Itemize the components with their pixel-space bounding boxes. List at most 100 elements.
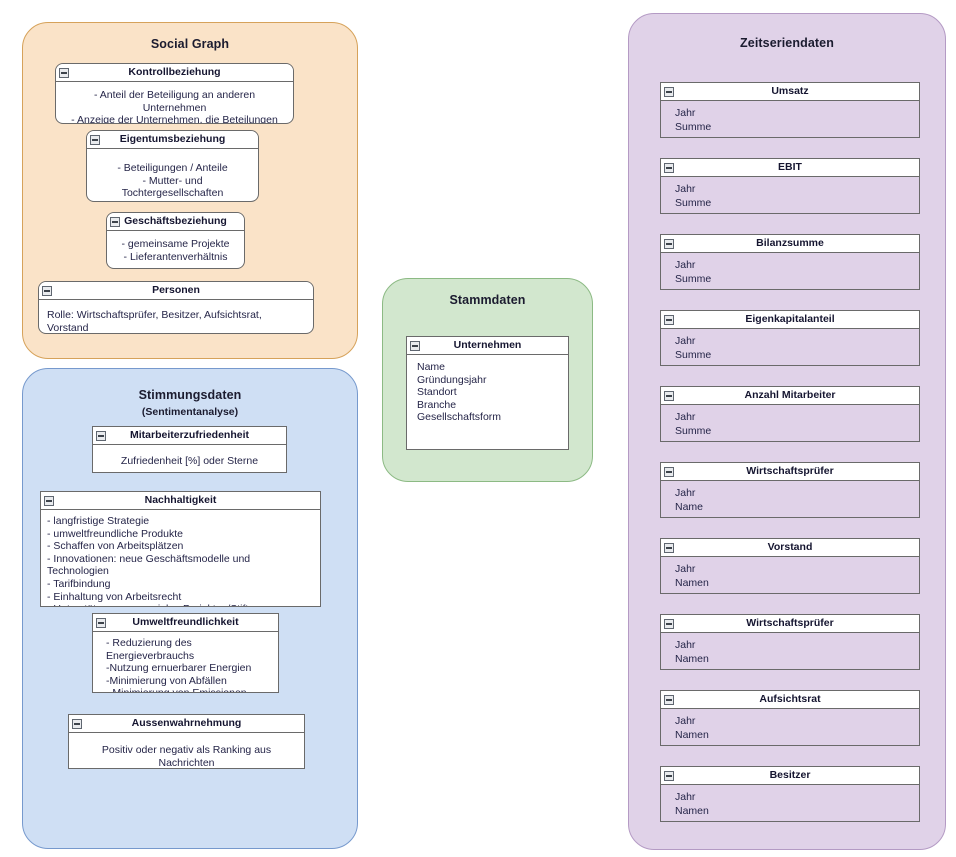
collapse-minus-icon[interactable] <box>664 466 674 477</box>
entity-title: Wirtschaftsprüfer <box>746 617 834 630</box>
entity-attributes: Jahr Summe <box>661 329 919 365</box>
entity-attributes: - langfristige Strategie - umweltfreundl… <box>47 515 278 606</box>
entity-header: Bilanzsumme <box>661 235 919 253</box>
collapse-minus-icon[interactable] <box>96 430 106 441</box>
entity-title: Geschäftsbeziehung <box>124 215 227 228</box>
entity-header: Personen <box>39 282 313 300</box>
entity-personen[interactable]: Personen Rolle: Wirtschaftsprüfer, Besit… <box>38 281 314 334</box>
entity-title: Besitzer <box>769 769 811 782</box>
entity-header: Geschäftsbeziehung <box>107 213 244 231</box>
entity-header: EBIT <box>661 159 919 177</box>
entity-umweltfreundlichkeit[interactable]: Umweltfreundlichkeit - Reduzierung des E… <box>92 613 279 693</box>
collapse-minus-icon[interactable] <box>72 718 82 729</box>
panel-stimmungsdaten-title: Stimmungsdaten <box>138 388 242 402</box>
collapse-minus-icon[interactable] <box>110 216 120 227</box>
entity-attributes: Positiv oder negativ als Ranking aus Nac… <box>101 744 272 769</box>
entity-title: Anzahl Mitarbeiter <box>744 389 836 402</box>
entity-attributes: - Beteiligungen / Anteile - Mutter- und … <box>117 162 228 200</box>
entity-attributes: Zufriedenheit [%] oder Sterne <box>120 455 259 467</box>
entity-header: Aussenwahrnehmung <box>69 715 304 733</box>
entity-title: Bilanzsumme <box>756 237 824 250</box>
entity-title: Vorstand <box>767 541 813 554</box>
collapse-minus-icon[interactable] <box>59 67 69 78</box>
entity-header: Eigenkapitalanteil <box>661 311 919 329</box>
entity-title: Eigentumsbeziehung <box>119 133 226 146</box>
entity-attributes: Jahr Summe <box>661 177 919 213</box>
collapse-minus-icon[interactable] <box>664 86 674 97</box>
entity-attributes: Jahr Namen <box>661 557 919 593</box>
entity-title: Nachhaltigkeit <box>144 494 217 507</box>
entity-title: EBIT <box>778 161 802 174</box>
entity-header: Umweltfreundlichkeit <box>93 614 278 632</box>
collapse-minus-icon[interactable] <box>664 314 674 325</box>
collapse-minus-icon[interactable] <box>664 238 674 249</box>
entity-attributes: Rolle: Wirtschaftsprüfer, Besitzer, Aufs… <box>47 309 262 334</box>
entity-title: Aussenwahrnehmung <box>131 717 242 730</box>
collapse-minus-icon[interactable] <box>410 340 420 351</box>
entity-attributes: Jahr Namen <box>661 785 919 821</box>
entity-attributes: Name Gründungsjahr Standort Branche Gese… <box>417 361 502 424</box>
collapse-minus-icon[interactable] <box>664 770 674 781</box>
entity-header: Anzahl Mitarbeiter <box>661 387 919 405</box>
entity-attributes: Jahr Name <box>661 481 919 517</box>
entity-attributes: Jahr Summe <box>661 253 919 289</box>
entity-header: Wirtschaftsprüfer <box>661 463 919 481</box>
entity-title: Eigenkapitalanteil <box>745 313 835 326</box>
entity-aussenwahrnehmung[interactable]: Aussenwahrnehmung Positiv oder negativ a… <box>68 714 305 769</box>
entity-header: Wirtschaftsprüfer <box>661 615 919 633</box>
entity-ebit[interactable]: EBIT Jahr Summe <box>660 158 920 214</box>
collapse-minus-icon[interactable] <box>42 285 52 296</box>
entity-title: Umsatz <box>771 85 809 98</box>
entity-header: Besitzer <box>661 767 919 785</box>
entity-geschaeftsbeziehung[interactable]: Geschäftsbeziehung - gemeinsame Projekte… <box>106 212 245 269</box>
entity-title: Wirtschaftsprüfer <box>746 465 834 478</box>
entity-attributes: Jahr Summe <box>661 405 919 441</box>
collapse-minus-icon[interactable] <box>664 542 674 553</box>
collapse-minus-icon[interactable] <box>664 618 674 629</box>
entity-title: Mitarbeiterzufriedenheit <box>129 429 250 442</box>
entity-attributes: - Anteil der Beteiligung an anderen Unte… <box>71 89 278 124</box>
collapse-minus-icon[interactable] <box>664 390 674 401</box>
panel-stimmungsdaten-subtitle: (Sentimentanalyse) <box>141 406 239 418</box>
entity-title: Personen <box>152 284 200 297</box>
collapse-minus-icon[interactable] <box>664 694 674 705</box>
panel-social-graph-title: Social Graph <box>150 37 230 51</box>
collapse-minus-icon[interactable] <box>664 162 674 173</box>
entity-attributes: Jahr Namen <box>661 633 919 669</box>
entity-header: Unternehmen <box>407 337 568 355</box>
entity-attributes: Jahr Namen <box>661 709 919 745</box>
entity-header: Nachhaltigkeit <box>41 492 320 510</box>
entity-unternehmen[interactable]: Unternehmen Name Gründungsjahr Standort … <box>406 336 569 450</box>
entity-kontrollbeziehung[interactable]: Kontrollbeziehung - Anteil der Beteiligu… <box>55 63 294 124</box>
panel-zeitseriendaten-title: Zeitseriendaten <box>740 36 834 50</box>
entity-header: Umsatz <box>661 83 919 101</box>
entity-nachhaltigkeit[interactable]: Nachhaltigkeit - langfristige Strategie … <box>40 491 321 607</box>
panel-stammdaten-title: Stammdaten <box>449 293 526 307</box>
entity-attributes: Jahr Summe <box>661 101 919 137</box>
collapse-minus-icon[interactable] <box>96 617 106 628</box>
entity-title: Kontrollbeziehung <box>128 66 221 79</box>
entity-header: Eigentumsbeziehung <box>87 131 258 149</box>
collapse-minus-icon[interactable] <box>44 495 54 506</box>
entity-header: Kontrollbeziehung <box>56 64 293 82</box>
collapse-minus-icon[interactable] <box>90 134 100 145</box>
entity-attributes: - gemeinsame Projekte - Lieferantenverhä… <box>121 238 230 263</box>
entity-eigentumsbeziehung[interactable]: Eigentumsbeziehung - Beteiligungen / Ant… <box>86 130 259 202</box>
entity-title: Aufsichtsrat <box>759 693 821 706</box>
entity-header: Aufsichtsrat <box>661 691 919 709</box>
entity-mitarbeiterzufriedenheit[interactable]: Mitarbeiterzufriedenheit Zufriedenheit [… <box>92 426 287 473</box>
entity-title: Unternehmen <box>453 339 522 352</box>
entity-header: Vorstand <box>661 539 919 557</box>
entity-header: Mitarbeiterzufriedenheit <box>93 427 286 445</box>
entity-attributes: - Reduzierung des Energieverbrauchs -Nut… <box>106 637 252 692</box>
